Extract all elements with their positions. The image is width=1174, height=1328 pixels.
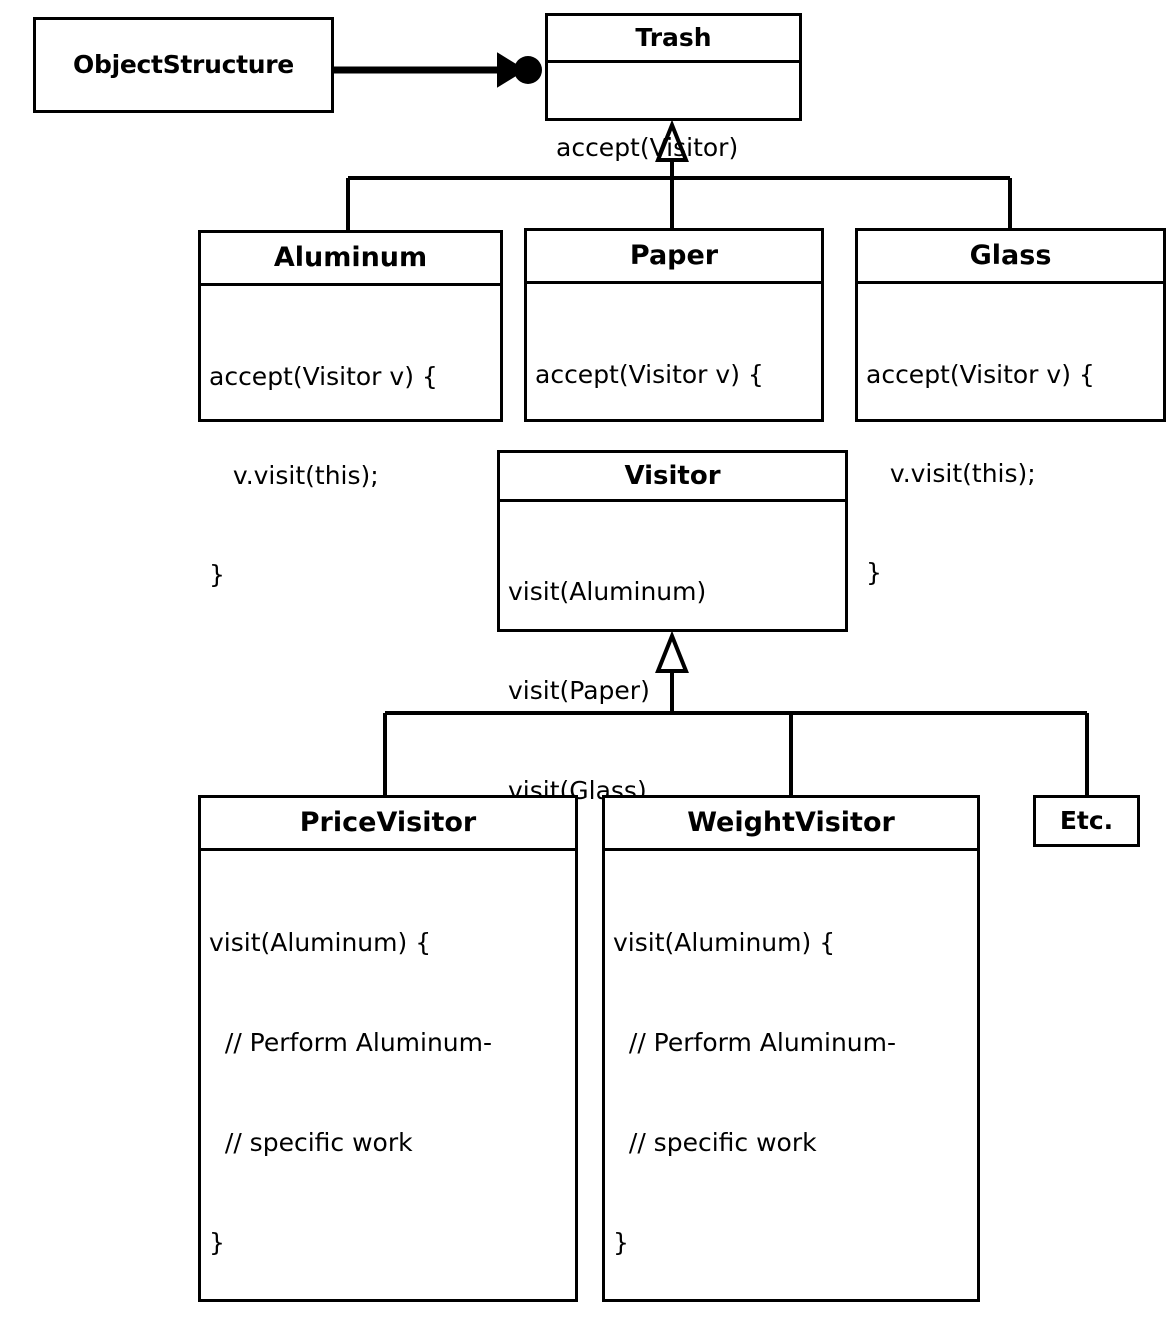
method-line: v.visit(this); (866, 459, 1036, 488)
class-title-paper: Paper (527, 231, 821, 284)
class-title-aluminum: Aluminum (201, 233, 500, 286)
class-title-etc: Etc. (1059, 806, 1114, 835)
method-line: visit(Aluminum) { (613, 927, 836, 957)
method-line: } (209, 1228, 225, 1258)
class-box-pricevisitor[interactable]: PriceVisitor visit(Aluminum) { // Perfor… (198, 795, 578, 1302)
method-line: visit(Aluminum) { (209, 927, 432, 957)
method-line: } (209, 560, 225, 589)
class-box-trash[interactable]: Trash accept(Visitor) (545, 13, 802, 162)
class-methods-aluminum: accept(Visitor v) { v.visit(this); } (201, 286, 500, 661)
class-title-objectstructure: ObjectStructure (73, 50, 294, 79)
class-methods-pricevisitor: visit(Aluminum) { // Perform Aluminum- /… (201, 851, 575, 1328)
class-title-visitor: Visitor (500, 453, 845, 502)
method-line: // specific work (209, 1128, 413, 1157)
class-methods-glass: accept(Visitor v) { v.visit(this); } (858, 284, 1163, 659)
method-line: } (613, 1228, 629, 1258)
method-line: visit(Paper) (508, 676, 650, 706)
class-title-trash: Trash (548, 16, 799, 63)
filled-circle-end (514, 56, 542, 84)
class-title-pricevisitor: PriceVisitor (201, 798, 575, 851)
class-title-glass: Glass (858, 231, 1163, 284)
method-line: visit(Aluminum) (508, 576, 707, 606)
method-line: accept(Visitor v) { (209, 362, 438, 391)
class-box-objectstructure[interactable]: ObjectStructure (33, 17, 334, 113)
class-title-weightvisitor: WeightVisitor (605, 798, 977, 851)
edge-objectstructure-to-trash (334, 52, 542, 88)
method-line: // Perform Aluminum- (613, 1027, 897, 1057)
class-box-aluminum[interactable]: Aluminum accept(Visitor v) { v.visit(thi… (198, 230, 503, 589)
class-box-etc[interactable]: Etc. (1033, 795, 1140, 847)
method-line: // Perform Aluminum- (209, 1027, 493, 1057)
class-box-paper[interactable]: Paper accept(Visitor v) { v.visit(this);… (524, 228, 824, 587)
method-line: accept(Visitor v) { (535, 360, 764, 389)
class-box-visitor[interactable]: Visitor visit(Aluminum) visit(Paper) vis… (497, 450, 848, 805)
class-methods-trash: accept(Visitor) (548, 63, 799, 232)
method-line: // specific work (613, 1128, 817, 1157)
class-box-weightvisitor[interactable]: WeightVisitor visit(Aluminum) { // Perfo… (602, 795, 980, 1302)
class-methods-weightvisitor: visit(Aluminum) { // Perform Aluminum- /… (605, 851, 977, 1328)
method-line: } (866, 558, 882, 587)
method-line: accept(Visitor) (556, 132, 739, 162)
method-line: v.visit(this); (209, 461, 379, 490)
filled-arrow-head (497, 52, 526, 88)
method-line: accept(Visitor v) { (866, 360, 1095, 389)
class-box-glass[interactable]: Glass accept(Visitor v) { v.visit(this);… (855, 228, 1166, 587)
